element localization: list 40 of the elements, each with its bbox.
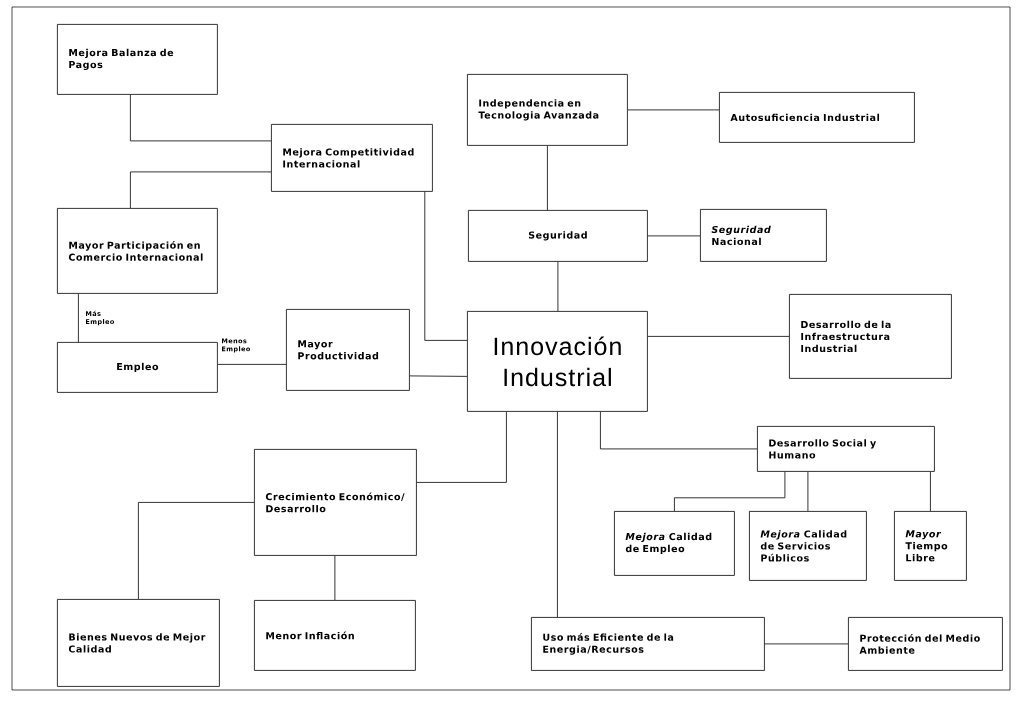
concept-box: Protección del Medio Ambiente (848, 617, 1003, 671)
connector-line (647, 235, 701, 237)
connector-line (130, 171, 272, 209)
connector-line (78, 293, 79, 343)
concept-box: Mejora Calidad de Empleo (614, 511, 735, 576)
connector-line (130, 94, 272, 142)
connector-line (807, 471, 809, 512)
concept-box: Mayor Productividad (286, 309, 410, 391)
connector-line (647, 336, 790, 337)
connector-line (217, 364, 287, 365)
concept-box: Autosuficiencia Industrial (719, 92, 915, 143)
concept-box: Seguridad (468, 210, 648, 262)
concept-box: Seguridad Nacional (700, 209, 827, 262)
connector-line (138, 502, 255, 600)
concept-box: Mejora Competitividad Internacional (271, 124, 433, 192)
concept-box: Uso más Eficiente de la Energia/Recursos (531, 617, 765, 671)
connector-line (416, 411, 507, 483)
central-box: Innovación Industrial (467, 311, 648, 412)
concept-box: Menor Inflación (254, 600, 416, 671)
connector-line (424, 191, 468, 341)
concept-box: Mejora Calidad de Servicios Públicos (749, 511, 867, 581)
connector-line (627, 109, 720, 111)
connector-line (764, 643, 849, 645)
concept-box: Mejora Balanza de Pagos (57, 24, 218, 95)
connector-line (930, 471, 931, 512)
connector-line (600, 411, 758, 450)
connector-line (547, 145, 548, 211)
concept-box: Desarrollo Social y Humano (757, 426, 935, 472)
concept-box: Desarrollo de la Infraestructura Industrial (789, 294, 952, 379)
connector-line (557, 411, 558, 618)
connector-line (334, 555, 336, 601)
connector-line (557, 261, 559, 312)
concept-box: Independencia en Tecnologia Avanzada (467, 74, 628, 146)
concept-box: Mayor Participación en Comercio Internacional (57, 208, 218, 294)
concept-box: Crecimiento Económico/ Desarrollo (254, 449, 417, 556)
connector-line (674, 471, 786, 512)
concept-box: Empleo (57, 342, 218, 393)
concept-box: Mayor Tiempo Libre (894, 511, 967, 581)
connector-line (409, 375, 468, 377)
concept-box: Bienes Nuevos de Mejor Calidad (57, 599, 220, 687)
